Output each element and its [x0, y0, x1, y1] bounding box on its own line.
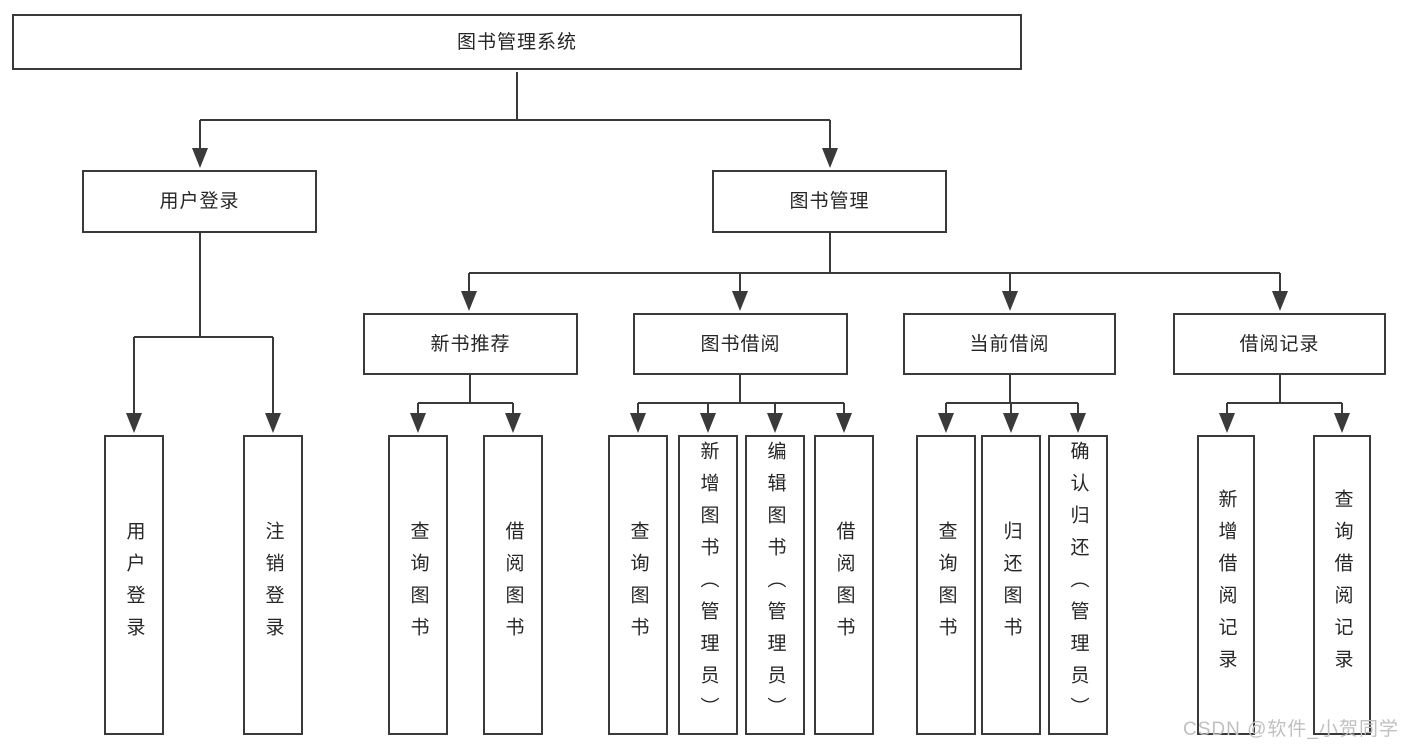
leaf-add-borrow-record: 新增借阅记录: [1197, 435, 1255, 735]
leaf-borrow-books: 借阅图书: [814, 435, 874, 735]
node-current-borrow: 当前借阅: [903, 313, 1116, 375]
csdn-watermark: CSDN @软件_小贺同学: [1183, 719, 1399, 740]
leaf-query-borrow-record: 查询借阅记录: [1313, 435, 1371, 735]
node-library-system: 图书管理系统: [12, 14, 1022, 70]
leaf-query-books-recommend: 查询图书: [388, 435, 448, 735]
node-book-borrow: 图书借阅: [633, 313, 848, 375]
node-new-book-recommend: 新书推荐: [363, 313, 578, 375]
leaf-query-books-current: 查询图书: [916, 435, 976, 735]
leaf-user-login: 用户登录: [104, 435, 164, 735]
leaf-return-book: 归还图书: [981, 435, 1041, 735]
leaf-confirm-return-admin: 确认归还（管理员）: [1048, 435, 1108, 735]
node-book-management: 图书管理: [712, 170, 947, 233]
leaf-borrow-books-recommend: 借阅图书: [483, 435, 543, 735]
leaf-edit-book-admin: 编辑图书（管理员）: [745, 435, 805, 735]
leaf-add-book-admin: 新增图书（管理员）: [678, 435, 738, 735]
node-user-login: 用户登录: [82, 170, 317, 233]
leaf-query-books-borrow: 查询图书: [608, 435, 668, 735]
node-borrow-records: 借阅记录: [1173, 313, 1386, 375]
leaf-logout: 注销登录: [243, 435, 303, 735]
